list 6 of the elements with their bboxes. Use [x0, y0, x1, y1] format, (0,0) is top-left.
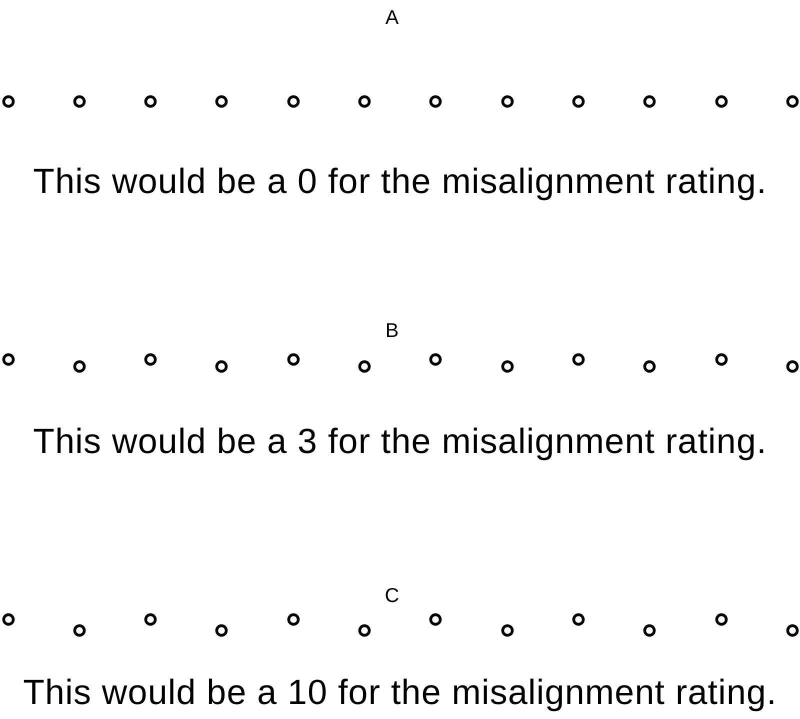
panel-letter: C [384, 586, 400, 606]
panel-letter: A [385, 8, 399, 28]
panel-letter: B [385, 321, 399, 341]
rating-caption: This would be a 10 for the misalignment rating. [23, 675, 777, 710]
rating-caption: This would be a 3 for the misalignment rating. [33, 424, 767, 459]
rating-caption: This would be a 0 for the misalignment rating. [33, 164, 767, 199]
